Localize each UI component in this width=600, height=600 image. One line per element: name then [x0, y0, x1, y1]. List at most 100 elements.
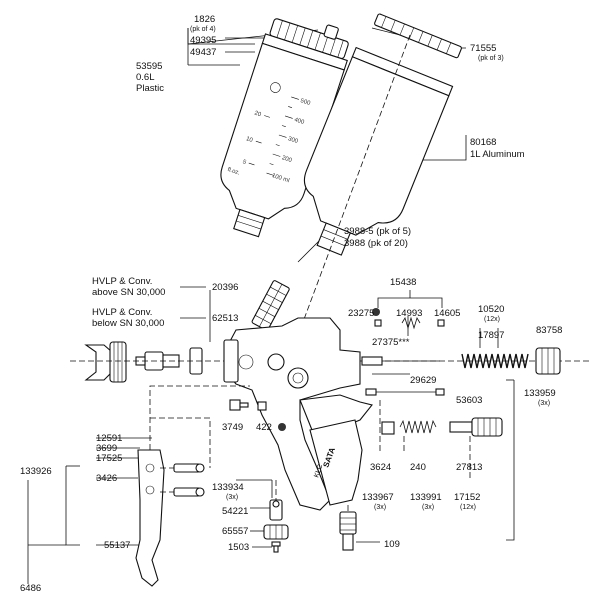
- cup-scale-floz: fl.oz.: [227, 167, 241, 177]
- aluminum-lid-ribs: [381, 16, 452, 54]
- needle-spring-17897: [461, 353, 529, 369]
- air-cap-assembly: [70, 341, 590, 383]
- air-cap-horns: [84, 344, 113, 381]
- cup-scale-100: 100 ml: [271, 173, 290, 184]
- cup-scale-ticks: [248, 96, 299, 176]
- label-hvlp-below-2: below SN 30,000: [92, 318, 164, 329]
- plastic-cup-lid-ribs: [276, 20, 344, 58]
- air-inlet-threads: [340, 517, 356, 531]
- label-54221: 54221: [222, 506, 248, 517]
- label-3624: 3624: [370, 462, 391, 473]
- part-1503: [273, 545, 279, 553]
- plastic-cup-53595: 500 400 300 200 100 ml 20 10 5 fl.oz.: [220, 18, 349, 238]
- trigger-pivot-hole: [145, 463, 155, 473]
- cup-scale-300: 300: [287, 136, 299, 145]
- needle-packing: [361, 356, 383, 366]
- label-3699: 3699: [96, 443, 117, 454]
- air-micrometer-knob-53603: [471, 417, 503, 437]
- cup-scale-20: 20: [253, 111, 262, 119]
- label-10520-qty: (12x): [484, 316, 500, 323]
- label-1826: 1826: [194, 14, 215, 25]
- label-422: 422: [256, 422, 272, 433]
- label-133967: 133967: [362, 492, 394, 503]
- label-71555-pk: (pk of 3): [478, 55, 504, 62]
- label-hvlp-below-1: HVLP & Conv.: [92, 307, 152, 318]
- label-133926: 133926: [20, 466, 52, 477]
- gun-handle-grip: [309, 419, 363, 506]
- marker-dot-422: [278, 423, 286, 431]
- piston-spring-27813: [399, 419, 437, 434]
- filter-3988: [251, 280, 290, 331]
- marker-dot-23275: [372, 308, 380, 316]
- cup-scale-10: 10: [245, 136, 254, 144]
- label-3426: 3426: [96, 473, 117, 484]
- trigger-lower-hole: [145, 485, 155, 495]
- screw-422: [257, 401, 267, 411]
- label-3749: 3749: [222, 422, 243, 433]
- label-80168-desc: 1L Aluminum: [470, 149, 525, 160]
- label-3988-5: 3988-5 (pk of 5): [344, 226, 411, 237]
- label-27375: 27375***: [372, 337, 410, 348]
- gun-model-badge: KLC: [313, 463, 324, 478]
- spray-gun-body: SATA KLC: [223, 317, 373, 551]
- cup-scale-400: 400: [293, 117, 305, 126]
- air-inlet-fitting: [339, 511, 357, 535]
- seal-23275: [374, 319, 382, 327]
- needle-spring-assembly: [361, 347, 561, 375]
- label-hvlp-above-1: HVLP & Conv.: [92, 276, 152, 287]
- label-17152-qty: (12x): [460, 504, 476, 511]
- label-hvlp-above-2: above SN 30,000: [92, 287, 165, 298]
- seal-set-15438: [372, 290, 445, 330]
- label-49437: 49437: [190, 47, 216, 58]
- cup-scale-500: 500: [300, 98, 312, 107]
- trigger-link-dash: [149, 385, 250, 450]
- label-1503: 1503: [228, 542, 249, 553]
- label-17525: 17525: [96, 453, 122, 464]
- label-53595-material: Plastic: [136, 83, 164, 94]
- leader-80168: [410, 135, 467, 161]
- label-3988: 3988 (pk of 20): [344, 238, 408, 249]
- lid-vent-1826: [323, 24, 339, 40]
- lower-stack: [263, 480, 289, 553]
- label-20396: 20396: [212, 282, 238, 293]
- label-133959-qty: (3x): [538, 400, 550, 407]
- label-23275: 23275: [348, 308, 374, 319]
- label-83758: 83758: [536, 325, 562, 336]
- air-micrometer-knurl: [477, 418, 497, 436]
- plastic-cup-body: [220, 42, 345, 220]
- aluminum-lid-71555: [374, 13, 462, 59]
- label-62513: 62513: [212, 313, 238, 324]
- gun-trigger-pivot: [287, 367, 309, 389]
- gun-head-port: [238, 354, 254, 370]
- label-53603: 53603: [456, 395, 482, 406]
- gun-body-port: [267, 353, 285, 371]
- label-6486: 6486: [20, 583, 41, 594]
- routing-lines: [180, 286, 515, 541]
- trigger-lever-6486: [135, 449, 165, 587]
- spring-14993: [401, 316, 421, 330]
- gun-head-front: [223, 339, 239, 383]
- cup-scale-5: 5: [242, 159, 248, 166]
- bracket-133926: [65, 466, 80, 546]
- label-71555: 71555: [470, 43, 496, 54]
- air-cap-knurl: [113, 342, 123, 382]
- label-65557: 65557: [222, 526, 248, 537]
- seal-set-bracket: [377, 297, 443, 308]
- label-55137: 55137: [104, 540, 130, 551]
- aluminum-cup-body: [303, 56, 450, 236]
- label-53595: 53595: [136, 61, 162, 72]
- seal-14605: [437, 319, 445, 327]
- label-240: 240: [410, 462, 426, 473]
- label-133967-qty: (3x): [374, 504, 386, 511]
- label-14993: 14993: [396, 308, 422, 319]
- part-1503-head: [271, 541, 281, 547]
- label-12591: 12591: [96, 433, 122, 444]
- label-1826-pk: (pk of 4): [190, 26, 216, 33]
- label-133959: 133959: [524, 388, 556, 399]
- label-109: 109: [384, 539, 400, 550]
- part-labels: 1826 (pk of 4) 49395 49437 53595 0.6L Pl…: [20, 14, 562, 594]
- filter-mesh: [255, 284, 287, 327]
- cup-scale-200: 200: [281, 155, 293, 164]
- trigger-assembly: [65, 385, 250, 587]
